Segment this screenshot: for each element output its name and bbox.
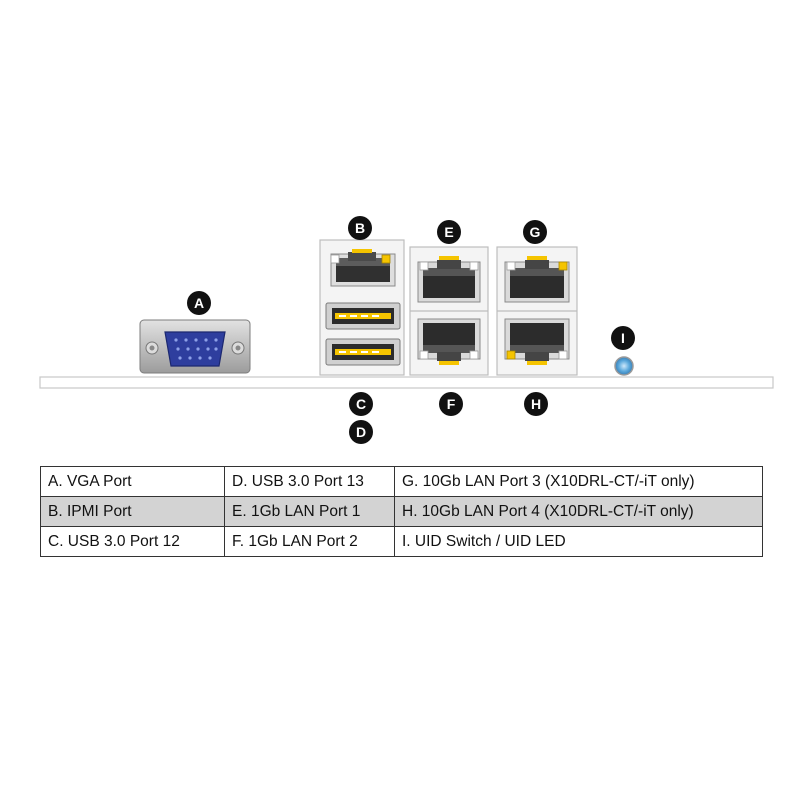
legend-cell: I. UID Switch / UID LED xyxy=(394,526,763,557)
lan-port-4 xyxy=(504,318,570,365)
ipmi-lan-port xyxy=(330,249,396,287)
callout-e: E xyxy=(437,220,461,244)
callout-a: A xyxy=(187,291,211,315)
callout-c-text: C xyxy=(356,396,366,412)
legend-cell: A. VGA Port xyxy=(40,466,225,497)
callout-e-text: E xyxy=(444,224,453,240)
callout-h: H xyxy=(524,392,548,416)
legend-cell: E. 1Gb LAN Port 1 xyxy=(224,496,395,527)
lan-port-2 xyxy=(417,318,481,365)
rear-io-panel-diagram: A B C D E F G H I xyxy=(39,216,774,444)
callout-a-text: A xyxy=(194,295,204,311)
uid-switch-led xyxy=(614,356,634,376)
callout-b-text: B xyxy=(355,220,365,236)
callout-g: G xyxy=(523,220,547,244)
callout-i-text: I xyxy=(621,330,625,346)
legend-row: A. VGA Port D. USB 3.0 Port 13 G. 10Gb L… xyxy=(40,466,763,497)
callout-b: B xyxy=(348,216,372,240)
callout-h-text: H xyxy=(531,396,541,412)
usb-port-12 xyxy=(325,302,401,330)
ipmi-usb-stack xyxy=(319,239,405,376)
callout-c: C xyxy=(349,392,373,416)
legend-row: C. USB 3.0 Port 12 F. 1Gb LAN Port 2 I. … xyxy=(40,526,763,557)
callout-g-text: G xyxy=(530,224,541,240)
legend-cell: H. 10Gb LAN Port 4 (X10DRL-CT/-iT only) xyxy=(394,496,763,527)
callout-f: F xyxy=(439,392,463,416)
port-legend-table: A. VGA Port D. USB 3.0 Port 13 G. 10Gb L… xyxy=(40,466,763,557)
lan-block-10gb xyxy=(496,246,578,376)
callout-f-text: F xyxy=(447,396,456,412)
callout-d-text: D xyxy=(356,424,366,440)
legend-cell: C. USB 3.0 Port 12 xyxy=(40,526,225,557)
lan-port-3 xyxy=(504,256,570,303)
lan-port-1 xyxy=(417,256,481,303)
legend-cell: G. 10Gb LAN Port 3 (X10DRL-CT/-iT only) xyxy=(394,466,763,497)
lan-block-1gb xyxy=(409,246,489,376)
callout-i: I xyxy=(611,326,635,350)
legend-cell: F. 1Gb LAN Port 2 xyxy=(224,526,395,557)
callout-d: D xyxy=(349,420,373,444)
vga-port xyxy=(139,319,251,374)
legend-row: B. IPMI Port E. 1Gb LAN Port 1 H. 10Gb L… xyxy=(40,496,763,527)
legend-cell: B. IPMI Port xyxy=(40,496,225,527)
legend-cell: D. USB 3.0 Port 13 xyxy=(224,466,395,497)
usb-port-13 xyxy=(325,338,401,366)
io-shield-bracket xyxy=(39,376,774,389)
